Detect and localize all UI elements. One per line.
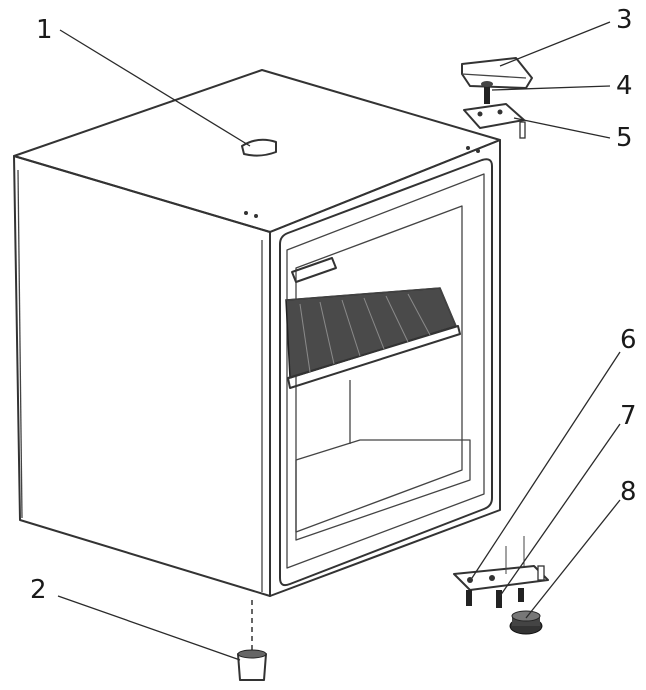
leveling-foot-left — [237, 600, 267, 681]
screw-hole — [244, 211, 248, 215]
side-edge-line — [17, 169, 23, 519]
hinge-screw — [481, 81, 493, 104]
door-opening-inner — [286, 173, 485, 569]
screw-hole — [476, 149, 480, 153]
callout-7: 7 — [620, 401, 637, 431]
cabinet-top — [13, 69, 501, 233]
cabinet-interior — [285, 205, 471, 541]
screw-hole — [466, 146, 470, 150]
cabinet-front-frame — [269, 139, 501, 597]
callout-1: 1 — [36, 15, 53, 45]
cabinet — [13, 69, 501, 597]
callout-6: 6 — [620, 325, 637, 355]
leveling-foot-right — [509, 610, 543, 635]
door-opening-outer — [279, 158, 493, 587]
top-rail — [291, 257, 337, 283]
hinge-cover — [461, 57, 533, 89]
shelf-grid-lines — [299, 293, 431, 373]
leader-lines — [57, 21, 621, 661]
callout-4: 4 — [616, 71, 633, 101]
top-cap — [241, 138, 277, 157]
screw-hole — [254, 214, 258, 218]
cabinet-side — [13, 155, 271, 597]
callout-8: 8 — [620, 477, 637, 507]
bottom-hinge-plate — [453, 565, 549, 591]
callout-5: 5 — [616, 123, 633, 153]
shelf-front-bar — [287, 325, 461, 389]
callout-labels: 1 2 3 4 5 6 7 8 — [30, 5, 637, 605]
interior-back-wall — [295, 205, 463, 533]
callout-2: 2 — [30, 575, 47, 605]
bottom-compartment — [295, 439, 471, 541]
callout-3: 3 — [616, 5, 633, 35]
wire-shelf — [285, 287, 458, 380]
